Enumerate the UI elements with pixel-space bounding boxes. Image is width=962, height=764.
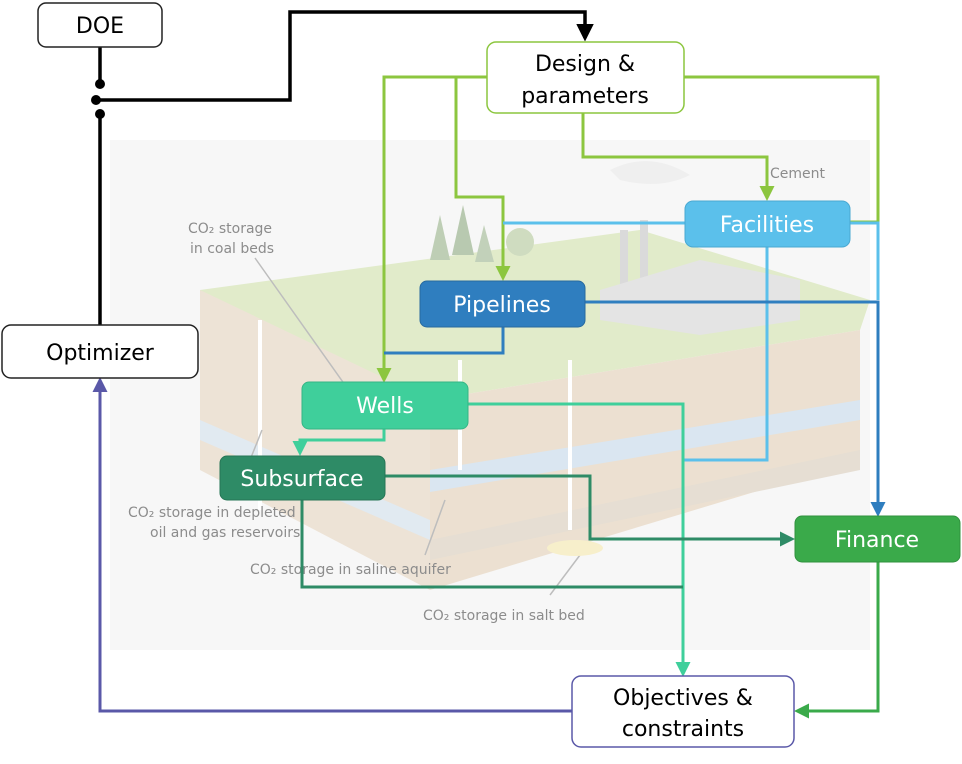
facilities-to-finance-line <box>850 221 880 300</box>
switch-to-design-arrow <box>96 10 594 102</box>
aquifer-layer <box>430 400 860 492</box>
factory-building <box>600 260 800 335</box>
objectives-connectors <box>92 377 572 713</box>
facilities-box[interactable] <box>684 200 851 248</box>
objectives-label-line1: Objectives & <box>613 686 753 711</box>
pipelines-label: Pipelines <box>453 293 551 318</box>
doe-optimizer-connector <box>96 10 594 325</box>
design-to-pipelines-arrow <box>454 77 511 281</box>
smoke <box>610 161 690 184</box>
switch-contacts <box>91 79 105 119</box>
pipelines-connectors <box>384 300 886 517</box>
wells-box[interactable] <box>301 381 469 430</box>
pipelines-to-wells-line <box>384 327 505 355</box>
leader-line <box>249 429 263 461</box>
doe-label: DOE <box>76 14 124 39</box>
wells-label: Wells <box>356 394 414 419</box>
design-to-facilities-arrow <box>581 113 775 201</box>
node-subsurface[interactable]: Subsurface <box>219 455 386 501</box>
finance-label: Finance <box>835 528 919 553</box>
switch-contact <box>91 95 101 105</box>
background-labels: CO₂ storage in coal beds CO₂ storage in … <box>128 166 826 624</box>
design-to-wells-arrow <box>376 75 488 383</box>
chimney <box>620 230 628 290</box>
node-facilities[interactable]: Facilities <box>684 200 851 248</box>
pipelines-to-finance-arrow <box>585 300 886 517</box>
optimizer-label: Optimizer <box>46 341 155 366</box>
salt-bed-layer <box>430 450 860 560</box>
wells-connectors <box>292 402 691 677</box>
coal-beds-label-line1: CO₂ storage <box>188 221 272 237</box>
chimney <box>640 220 648 290</box>
facilities-connectors <box>503 221 880 462</box>
node-finance[interactable]: Finance <box>794 515 961 563</box>
salt-bed-label: CO₂ storage in salt bed <box>423 608 585 624</box>
objectives-box[interactable] <box>571 675 795 748</box>
switch-contact <box>95 79 105 89</box>
design-box[interactable] <box>486 41 685 114</box>
tree <box>475 225 494 262</box>
optimizer-box[interactable] <box>1 324 199 379</box>
design-connectors <box>376 75 880 383</box>
finance-box[interactable] <box>794 515 961 563</box>
doe-box[interactable] <box>37 2 163 48</box>
well-shaft <box>258 320 262 510</box>
subsurface-box[interactable] <box>219 455 386 501</box>
depleted-label-line1: CO₂ storage in depleted <box>128 505 296 521</box>
cement-label: Cement <box>770 166 826 182</box>
pipelines-box[interactable] <box>419 280 586 328</box>
coal-beds-label-line2: in coal beds <box>190 241 274 257</box>
design-label-line2: parameters <box>521 84 649 109</box>
subsurface-connectors <box>300 474 795 589</box>
node-wells[interactable]: Wells <box>301 381 469 430</box>
objectives-to-optimizer-arrow <box>92 377 572 713</box>
objectives-label-line2: constraints <box>622 717 744 742</box>
design-label-line1: Design & <box>535 52 635 77</box>
tree <box>506 228 534 256</box>
finance-connectors <box>794 562 880 719</box>
node-design-parameters[interactable]: Design & parameters <box>486 41 685 114</box>
wells-to-objectives-arrow <box>468 402 691 677</box>
facilities-to-objectives-line <box>683 246 769 462</box>
tree <box>452 205 474 255</box>
finance-to-objectives-arrow <box>794 562 880 719</box>
wells-to-subsurface-arrow <box>292 429 386 456</box>
node-optimizer[interactable]: Optimizer <box>1 324 199 379</box>
node-doe[interactable]: DOE <box>37 2 163 48</box>
node-objectives-constraints[interactable]: Objectives & constraints <box>571 675 795 748</box>
subsurface-to-finance-arrow <box>385 474 795 547</box>
node-pipelines[interactable]: Pipelines <box>419 280 586 328</box>
switch-contact <box>95 109 105 119</box>
facilities-label: Facilities <box>720 213 814 238</box>
leader-line <box>424 499 446 556</box>
depleted-label-line2: oil and gas reservoirs <box>150 525 300 541</box>
tree <box>430 215 450 260</box>
subsurface-label: Subsurface <box>240 467 363 492</box>
saline-aquifer-label: CO₂ storage in saline aquifer <box>250 562 451 578</box>
storage-pocket <box>547 540 603 556</box>
well-shaft <box>568 360 572 530</box>
leader-line <box>254 257 346 386</box>
subsurface-to-objectives-line <box>300 499 683 589</box>
